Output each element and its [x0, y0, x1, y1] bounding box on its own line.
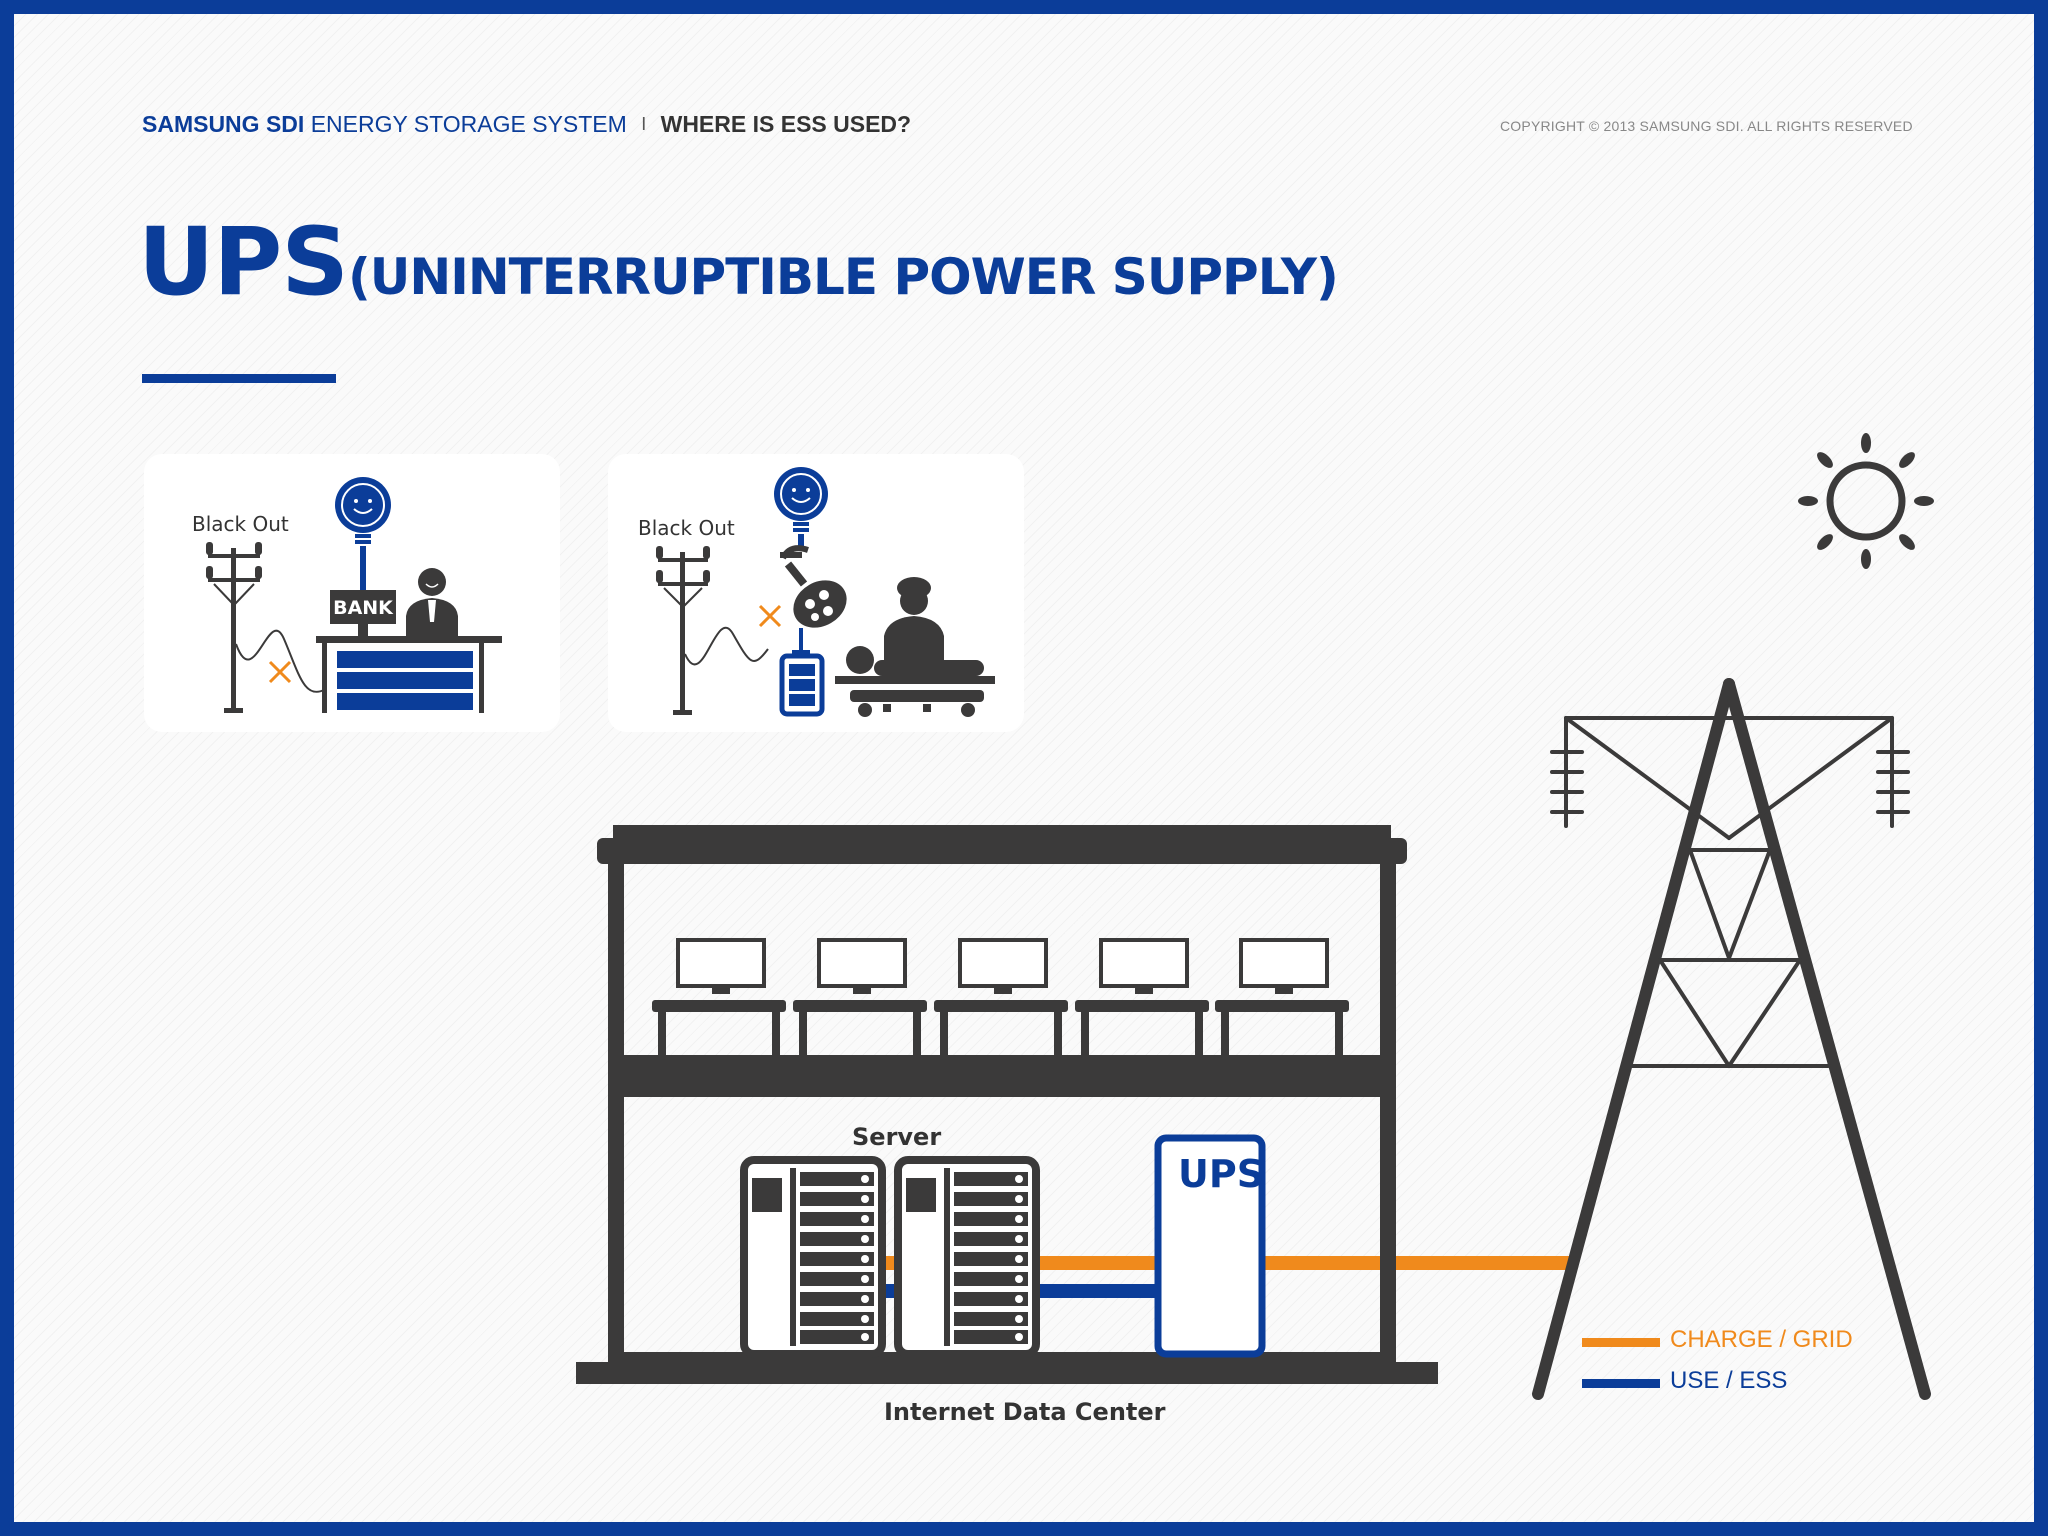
- workstations: [652, 938, 1349, 1056]
- data-center-building: [576, 825, 1438, 1384]
- operating-table: [835, 676, 995, 717]
- bank-sign-label: BANK: [333, 597, 394, 619]
- workstation-icon: [934, 938, 1068, 1056]
- header-title: SAMSUNG SDI ENERGY STORAGE SYSTEM I WHER…: [142, 111, 911, 138]
- battery-icon: [779, 650, 825, 717]
- bank-scenario-panel: BANK Black Out: [144, 454, 560, 732]
- legend-label-use-ess: USE / ESS: [1670, 1367, 1788, 1394]
- legend-swatch-blue: [1582, 1379, 1660, 1388]
- patient-icon: [846, 646, 984, 676]
- hospital-scenario-illustration: [656, 467, 995, 717]
- smiling-bulb-icon: [335, 477, 391, 590]
- workstation-icon: [793, 938, 927, 1056]
- utility-pole-icon: [206, 542, 262, 713]
- title-sub: (UNINTERRUPTIBLE POWER SUPPLY): [347, 248, 1339, 306]
- surgeon-icon: [884, 577, 944, 672]
- title-main: UPS: [138, 208, 349, 317]
- header-separator: I: [641, 114, 647, 134]
- legend-label-charge-grid: CHARGE / GRID: [1670, 1326, 1853, 1353]
- workstation-icon: [1215, 938, 1349, 1056]
- workstation-icon: [652, 938, 786, 1056]
- server-rack-icon: [894, 1156, 1040, 1358]
- cut-mark-icon: [268, 660, 292, 684]
- product-name: ENERGY STORAGE SYSTEM: [310, 111, 627, 137]
- smiling-bulb-icon: [774, 467, 828, 546]
- server-rack-icon: [740, 1156, 886, 1358]
- legend-swatch-orange: [1582, 1338, 1660, 1347]
- workstation-icon: [1075, 938, 1209, 1056]
- bank-scenario-illustration: BANK: [206, 477, 502, 713]
- utility-pole-icon: [656, 546, 710, 715]
- bank-blackout-label: Black Out: [192, 512, 289, 536]
- copyright-text: COPYRIGHT © 2013 SAMSUNG SDI. ALL RIGHTS…: [1500, 118, 1913, 134]
- bank-sign: BANK: [330, 590, 396, 636]
- sun-icon: [1798, 433, 1934, 569]
- server-label: Server: [852, 1123, 942, 1151]
- ups-unit: [1154, 1134, 1266, 1358]
- hospital-scenario-panel: Black Out: [608, 454, 1024, 732]
- building-label: Internet Data Center: [884, 1398, 1166, 1426]
- hospital-blackout-label: Black Out: [638, 516, 735, 540]
- title-underline: [142, 374, 336, 383]
- brand-name: SAMSUNG SDI: [142, 111, 305, 137]
- transmission-tower-icon: [1532, 678, 1931, 1400]
- ups-label: UPS: [1178, 1152, 1265, 1196]
- surgical-lamp-icon: [780, 545, 847, 628]
- header-question: WHERE IS ESS USED?: [660, 111, 912, 137]
- page-title: UPS(UNINTERRUPTIBLE POWER SUPPLY): [138, 208, 1339, 317]
- banker-person-icon: [406, 568, 458, 636]
- bank-desk: [316, 636, 502, 713]
- cut-mark-icon: [758, 604, 782, 628]
